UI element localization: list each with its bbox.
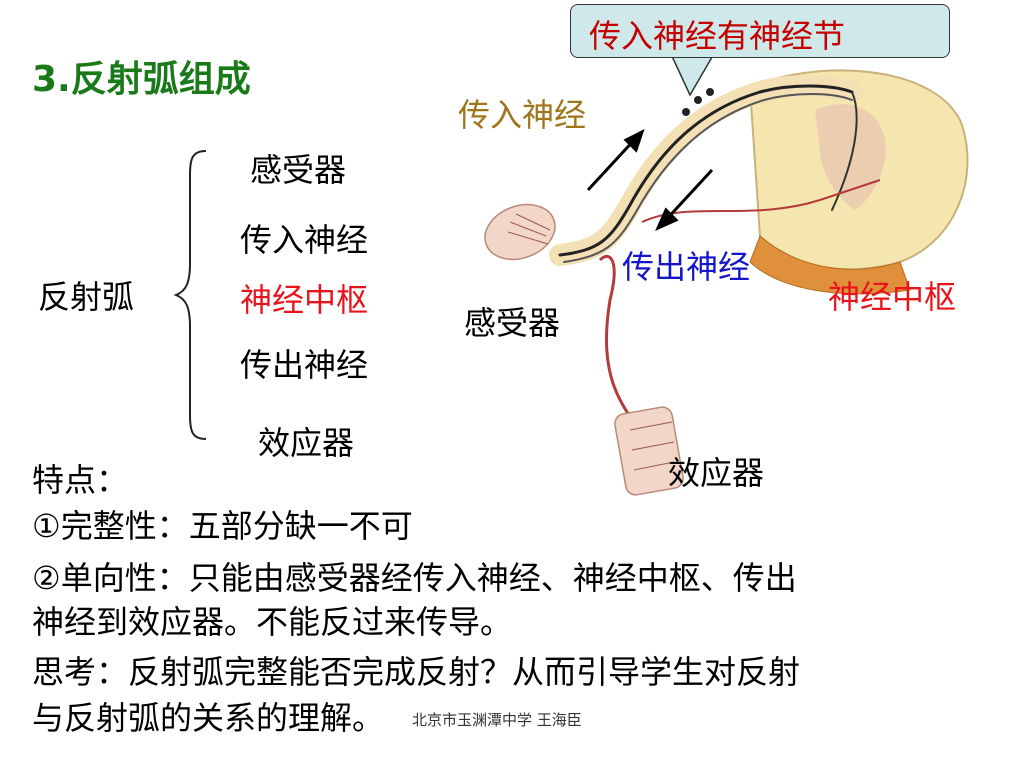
nerve-center-label: 神经中枢 [828, 278, 957, 316]
feature-completeness: ①完整性：五部分缺一不可 [32, 507, 413, 545]
reflex-arc-diagram [484, 51, 969, 496]
spinal-cord-illustration [748, 69, 969, 295]
arc-component-receptor: 感受器 [250, 151, 347, 189]
efferent-nerve-illustration [598, 254, 652, 442]
arc-component-efferent: 传出神经 [240, 346, 369, 384]
receptor-illustration [484, 203, 556, 261]
afferent-nerve-illustration [549, 75, 863, 266]
curly-brace-icon [173, 150, 207, 440]
effector-illustration [614, 406, 684, 496]
thinking-line1: 思考：反射弧完整能否完成反射？从而引导学生对反射 [32, 653, 801, 691]
arc-component-center: 神经中枢 [240, 281, 369, 319]
ganglion-callout: 传入神经有神经节 [570, 4, 950, 58]
effector-label: 效应器 [668, 454, 765, 492]
reflex-arc-label: 反射弧 [38, 278, 135, 316]
arc-component-afferent: 传入神经 [240, 221, 369, 259]
efferent-direction-arrow [655, 168, 714, 231]
efferent-nerve-label: 传出神经 [622, 248, 751, 286]
features-heading: 特点： [32, 461, 129, 499]
callout-text: 传入神经有神经节 [589, 17, 846, 55]
arc-component-effector: 效应器 [258, 424, 355, 462]
afferent-nerve-label: 传入神经 [458, 96, 587, 134]
feature-unidirectional-line1: ②单向性：只能由感受器经传入神经、神经中枢、传出 [32, 559, 797, 597]
afferent-direction-arrow [586, 129, 645, 192]
receptor-label: 感受器 [464, 304, 561, 342]
thinking-line2: 与反射弧的关系的理解。 [32, 699, 385, 737]
slide-title: 3.反射弧组成 [32, 59, 251, 100]
feature-unidirectional-line2: 神经到效应器。不能反过来传导。 [32, 603, 513, 641]
footer-credit: 北京市玉渊潭中学 王海臣 [412, 711, 582, 729]
